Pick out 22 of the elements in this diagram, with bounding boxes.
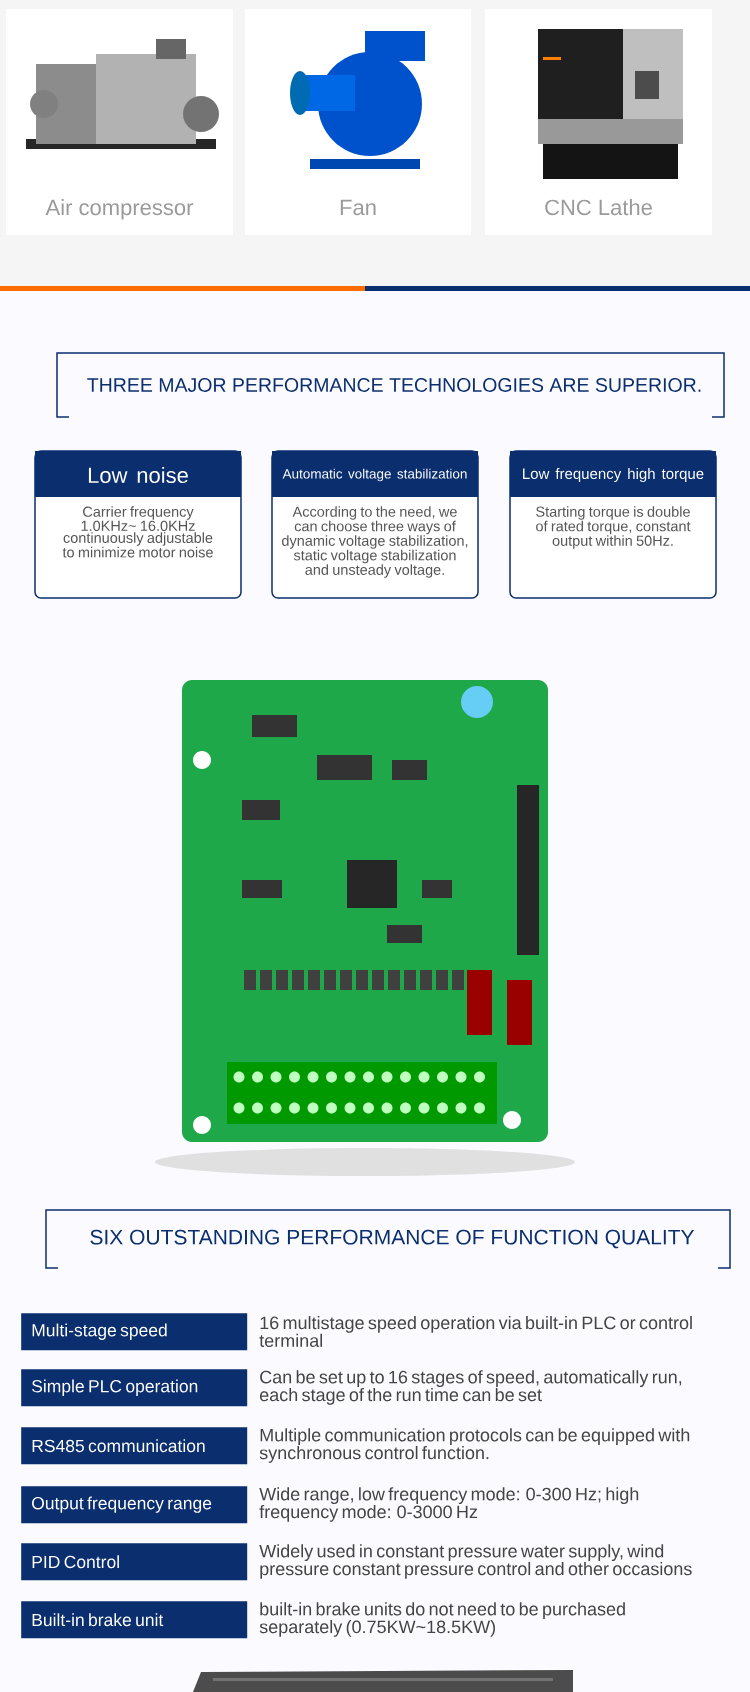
feature-description: Can be set up to 16 stages of speed, automatically run, each stage of the run time can be set [259, 1370, 682, 1405]
feature-card: Automatic voltage stabilization According to the need, we can choose three ways of dynamic voltage stabilization, static voltage stabilization and unsteady voltage. [271, 450, 479, 599]
feature-label: Multi-stage speed [21, 1313, 248, 1351]
feature-label: Simple PLC operation [21, 1369, 248, 1407]
feature-description: built-in brake units do not need to be purchased separately (0.75KW~18.5KW) [259, 1602, 625, 1637]
section-banner: THREE MAJOR PERFORMANCE TECHNOLOGIES ARE SUPERIOR. [56, 352, 725, 418]
feature-description: 16 multistage speed operation via built-in PLC or control terminal [259, 1316, 692, 1347]
circuit-board-drawing [155, 680, 575, 1176]
section-banner: SIX OUTSTANDING PERFORMANCE OF FUNCTION QUALITY [45, 1209, 731, 1269]
feature-description: Multiple communication protocols can be equipped with synchronous control function. [259, 1428, 690, 1463]
feature-label: RS485 communication [21, 1427, 248, 1465]
feature-card: Low frequency high torque Starting torque is double of rated torque, constant output within 50Hz. [509, 450, 717, 599]
feature-label: Built-in brake unit [21, 1601, 248, 1639]
feature-description: Widely used in constant pressure water supply, wind pressure constant pressure control and other occasions [259, 1544, 692, 1579]
photo-card: Fan [245, 9, 471, 235]
feature-description: Wide range, low frequency mode: 0-300 Hz; high frequency mode: 0-3000 Hz [259, 1487, 639, 1522]
photo-card: CNC Lathe [485, 9, 712, 235]
device-box [193, 1670, 573, 1692]
feature-label: Output frequency range [21, 1486, 248, 1524]
photo-card: Air compressor [6, 9, 233, 235]
feature-card: Low noise Carrier frequency 1.0KHz~ 16.0KHz continuously adjustable to minimize motor noise [34, 450, 242, 599]
feature-label: PID Control [21, 1543, 248, 1581]
